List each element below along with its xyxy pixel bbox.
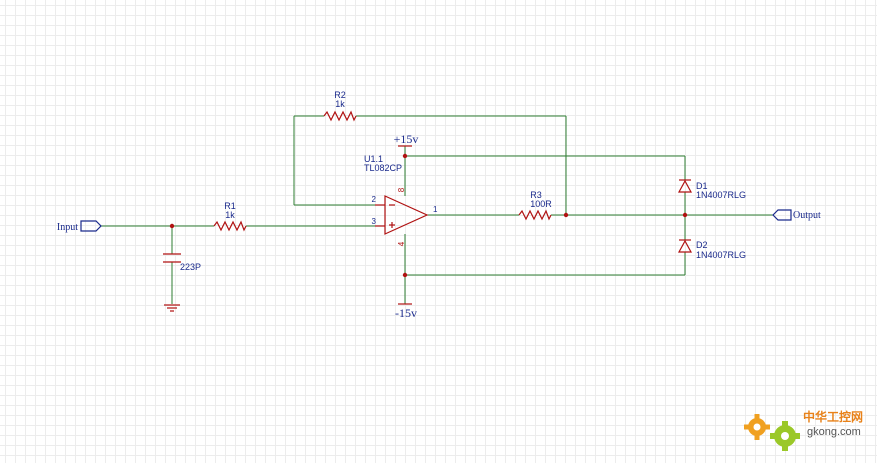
resistor-r2[interactable]: R2 1k xyxy=(323,90,357,122)
resistor-r2-value: 1k xyxy=(335,99,345,109)
diode-d2-part: 1N4007RLG xyxy=(696,250,746,260)
resistor-r3-ref: R3 xyxy=(530,190,542,200)
diode-d1[interactable]: D1 1N4007RLG xyxy=(677,179,746,200)
output-port[interactable]: Output xyxy=(772,209,821,221)
resistor-r3-value: 100R xyxy=(530,199,552,209)
opamp-ref: U1.1 xyxy=(364,154,383,164)
capacitor-value: 223P xyxy=(180,262,201,272)
input-port-label: Input xyxy=(57,222,78,233)
diode-d1-part: 1N4007RLG xyxy=(696,190,746,200)
opamp-pin-inv-number: 2 xyxy=(372,195,377,204)
opamp-pin-noninv-number: 3 xyxy=(372,217,377,226)
resistor-r1-icon xyxy=(213,220,247,232)
diode-d2-ref: D2 xyxy=(696,240,708,250)
resistor-r1-ref: R1 xyxy=(224,201,236,211)
ground-symbol xyxy=(164,304,180,312)
input-port[interactable]: Input xyxy=(57,220,102,233)
rail-positive: +15v xyxy=(394,132,419,147)
input-port-icon xyxy=(80,220,102,232)
watermark-text-cn: 中华工控网 xyxy=(803,409,863,424)
opamp-pin-out-number: 1 xyxy=(433,205,438,214)
junction-vpos xyxy=(402,153,408,159)
output-port-label: Output xyxy=(793,210,821,221)
opamp-pin-vneg-number: 4 xyxy=(397,241,406,246)
junction-diodes xyxy=(682,212,688,218)
watermark: 中华工控网 gkong.com xyxy=(744,409,863,451)
resistor-r1[interactable]: R1 1k xyxy=(213,201,247,232)
junction-vneg xyxy=(402,272,408,278)
junction-cap xyxy=(169,223,175,229)
resistor-r2-ref: R2 xyxy=(334,90,346,100)
opamp-pin-vpos-number: 8 xyxy=(397,187,406,192)
gear-logo-icon xyxy=(744,414,800,451)
junctions xyxy=(169,153,688,278)
diode-d2-icon xyxy=(677,239,693,253)
output-port-icon xyxy=(772,209,792,221)
opamp-part: TL082CP xyxy=(364,163,402,173)
opamp-triangle-icon xyxy=(384,195,429,235)
junction-feedback xyxy=(563,212,569,218)
watermark-text-en: gkong.com xyxy=(807,426,861,438)
resistor-r3-icon xyxy=(518,209,552,221)
diode-d1-icon xyxy=(677,179,693,193)
capacitor[interactable]: 223P xyxy=(163,253,201,272)
diode-d2[interactable]: D2 1N4007RLG xyxy=(677,239,746,260)
rail-negative-label: -15v xyxy=(395,306,417,320)
rail-negative: -15v xyxy=(395,303,417,320)
resistor-r2-icon xyxy=(323,110,357,122)
diode-d1-ref: D1 xyxy=(696,181,708,191)
rail-positive-label: +15v xyxy=(394,132,419,146)
resistor-r3[interactable]: R3 100R xyxy=(518,190,552,221)
resistor-r1-value: 1k xyxy=(225,210,235,220)
opamp-u1[interactable]: 2 3 1 8 4 U1.1 TL082CP xyxy=(364,154,438,246)
